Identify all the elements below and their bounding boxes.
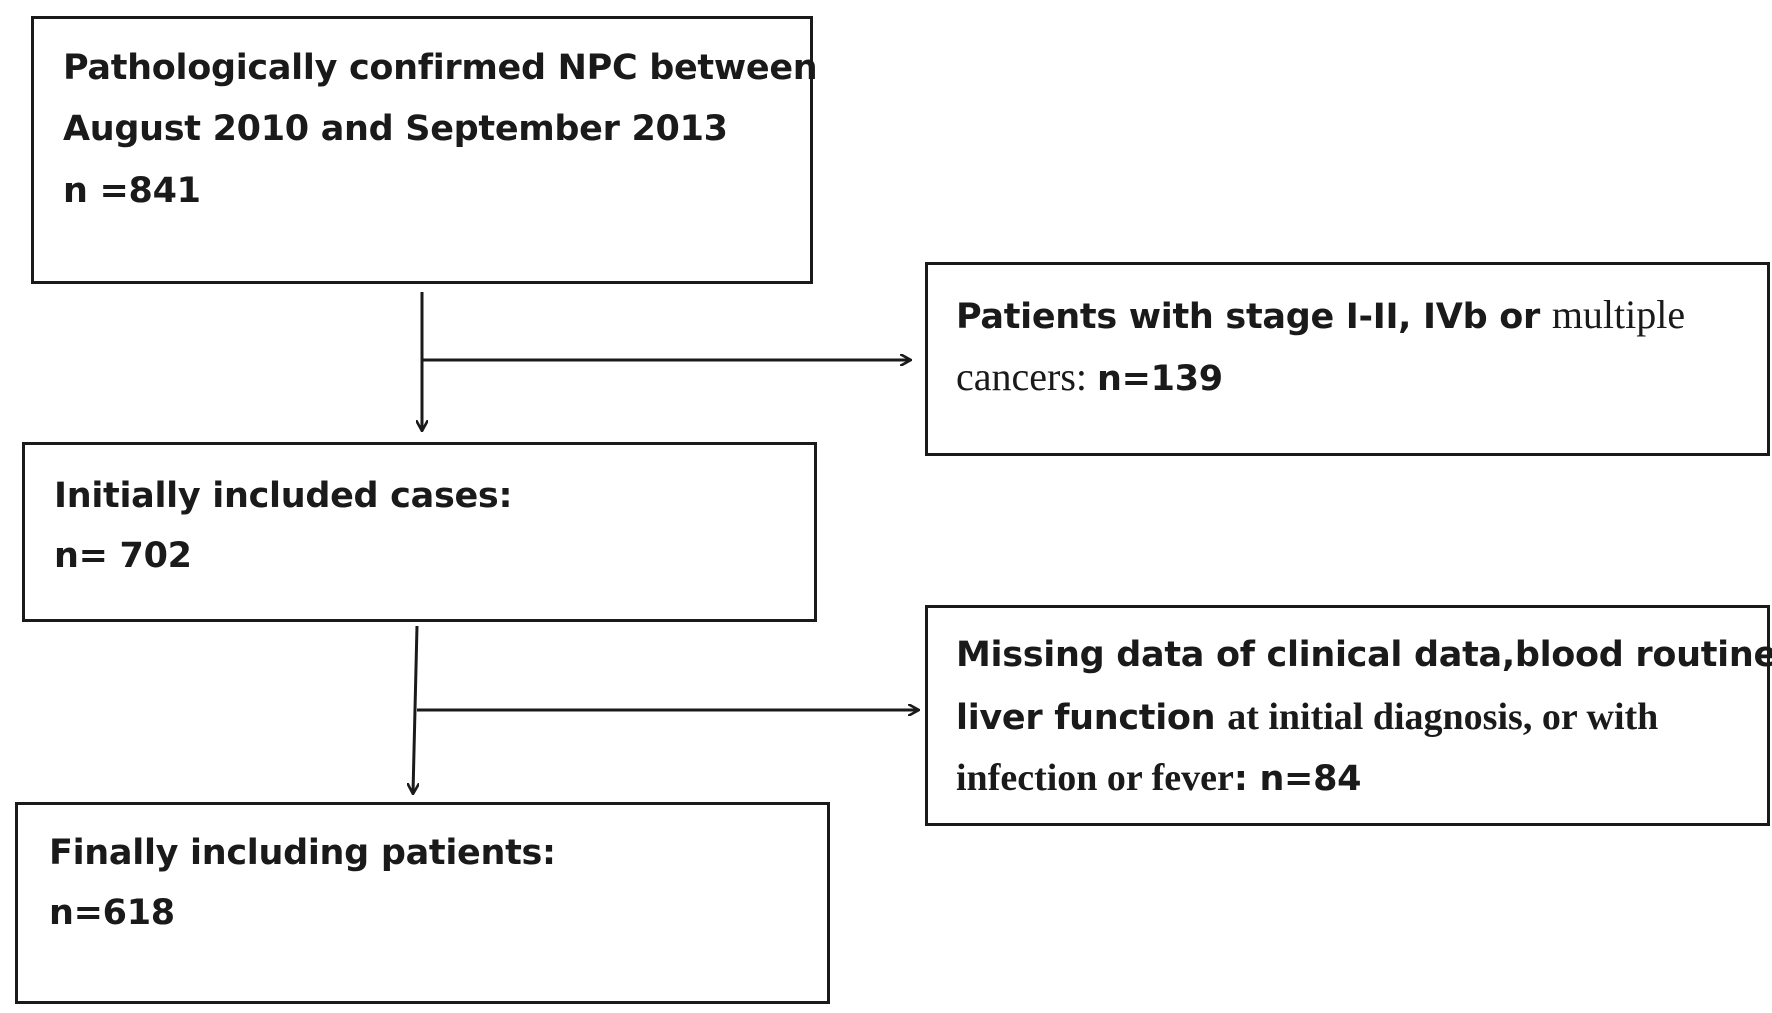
source-line-1: Pathologically confirmed NPC between xyxy=(63,48,818,88)
source-line-2: August 2010 and September 2013 xyxy=(63,109,728,149)
exclusion-box-1: Patients with stage I-II, IVb or multipl… xyxy=(925,262,1770,456)
initial-line-1: Initially included cases: xyxy=(54,476,513,516)
exclusion1-line-1: Patients with stage I-II, IVb or multipl… xyxy=(956,295,1685,335)
final-cohort-box: Finally including patients: n=618 xyxy=(15,802,830,1004)
exclusion-box-2: Missing data of clinical data,blood rout… xyxy=(925,605,1772,826)
final-line-1: Finally including patients: xyxy=(49,833,556,873)
exclusion1-count: n=139 xyxy=(1097,359,1223,399)
exclusion2-line-1: Missing data of clinical data,blood rout… xyxy=(956,635,1772,675)
exclusion1-line-1-serif: multiple xyxy=(1551,292,1686,337)
exclusion1-line-2-serif: cancers xyxy=(956,354,1076,399)
exclusion2-line-3: infection or fever: n=84 xyxy=(956,757,1362,799)
source-count: n =841 xyxy=(63,171,201,211)
initial-count: n= 702 xyxy=(54,536,192,576)
exclusion2-line-2-sans: liver function xyxy=(956,698,1228,738)
exclusion2-line-2: liver function at initial diagnosis, or … xyxy=(956,698,1658,736)
exclusion1-line-2-colon: : xyxy=(1075,354,1098,399)
final-count: n=618 xyxy=(49,893,175,933)
arrow-initial-to-final xyxy=(413,625,417,793)
exclusion2-line-2-serif: at initial diagnosis, or with xyxy=(1227,696,1659,738)
source-population-box: Pathologically confirmed NPC between Aug… xyxy=(31,16,818,284)
exclusion1-line-1-sans: Patients with stage I-II, IVb or xyxy=(956,297,1552,337)
exclusion2-count: : n=84 xyxy=(1233,759,1362,799)
exclusion1-line-2: cancers: n=139 xyxy=(956,357,1223,397)
initially-included-box: Initially included cases: n= 702 xyxy=(22,442,817,622)
exclusion2-line-3-serif: infection or fever xyxy=(956,757,1234,799)
